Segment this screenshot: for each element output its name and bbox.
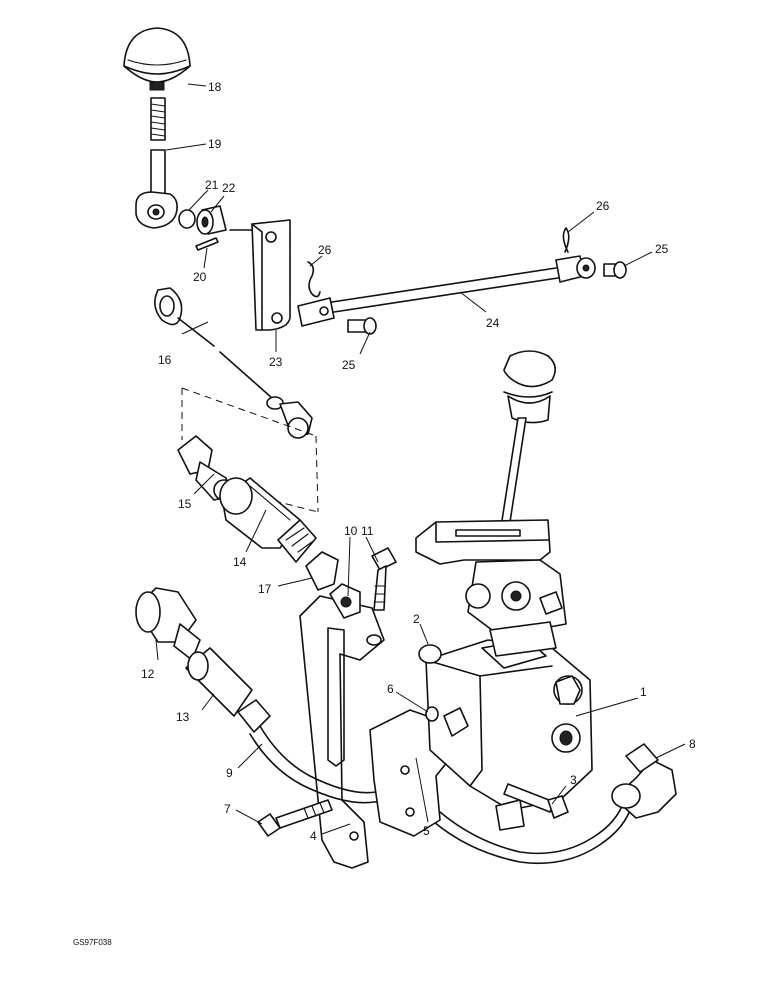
part-pull-cable-16 xyxy=(154,287,313,439)
callout-7: 7 xyxy=(224,802,231,816)
part-bolt-3 xyxy=(503,783,569,819)
callout-17: 17 xyxy=(258,582,272,596)
callout-4: 4 xyxy=(310,829,317,843)
part-connecting-rod-24 xyxy=(297,255,596,327)
callout-19: 19 xyxy=(208,137,222,151)
drawing-code: GS97F038 xyxy=(73,938,112,947)
part-clevis-pin-25-right xyxy=(603,261,627,279)
part-bolt-7 xyxy=(257,799,333,837)
callout-14: 14 xyxy=(233,555,247,569)
callout-15: 15 xyxy=(178,497,192,511)
part-valve-body-1 xyxy=(425,639,593,831)
callout-26-right: 26 xyxy=(596,199,610,213)
leader-lines xyxy=(155,83,686,835)
part-bushing-22 xyxy=(196,205,227,235)
callout-13: 13 xyxy=(176,710,190,724)
callout-3: 3 xyxy=(570,773,577,787)
part-o-ring-2 xyxy=(418,644,442,664)
callout-8: 8 xyxy=(689,737,696,751)
part-lock-nut-17 xyxy=(305,551,339,591)
callout-2: 2 xyxy=(413,612,420,626)
callout-25-right: 25 xyxy=(655,242,669,256)
part-o-ring-21 xyxy=(178,209,196,229)
dashed-projection-lines xyxy=(181,387,319,513)
callout-26-left: 26 xyxy=(318,243,332,257)
control-lever-assembly xyxy=(415,350,567,657)
callout-10: 10 xyxy=(344,524,358,538)
callout-20: 20 xyxy=(193,270,207,284)
callout-18: 18 xyxy=(208,80,222,94)
part-threaded-rod-19 xyxy=(135,97,178,229)
part-spring-clip-26-right xyxy=(562,227,570,253)
part-elbow-8 xyxy=(611,743,677,819)
part-coupling-14 xyxy=(219,477,317,563)
part-lever-plate-23 xyxy=(229,219,291,331)
part-spring-clip-26-left xyxy=(307,261,321,298)
part-coupling-13 xyxy=(185,647,271,733)
part-fitting-12 xyxy=(135,587,201,661)
part-clevis-pin-25-left xyxy=(347,317,377,335)
callout-24: 24 xyxy=(486,316,500,330)
part-pin-20 xyxy=(195,237,219,251)
callout-21: 21 xyxy=(205,178,219,192)
callout-12: 12 xyxy=(141,667,155,681)
part-o-ring-6 xyxy=(425,706,439,722)
callout-9: 9 xyxy=(226,766,233,780)
part-knob-18 xyxy=(123,27,191,91)
callout-16: 16 xyxy=(158,353,172,367)
callout-5: 5 xyxy=(423,824,430,838)
part-bracket-4 xyxy=(299,583,385,869)
callout-11: 11 xyxy=(361,524,374,538)
callout-25-left: 25 xyxy=(342,358,356,372)
callout-6: 6 xyxy=(387,682,394,696)
callout-23: 23 xyxy=(269,355,283,369)
callout-22: 22 xyxy=(222,181,236,195)
callout-1: 1 xyxy=(640,685,647,699)
part-bolt-11 xyxy=(371,547,397,611)
